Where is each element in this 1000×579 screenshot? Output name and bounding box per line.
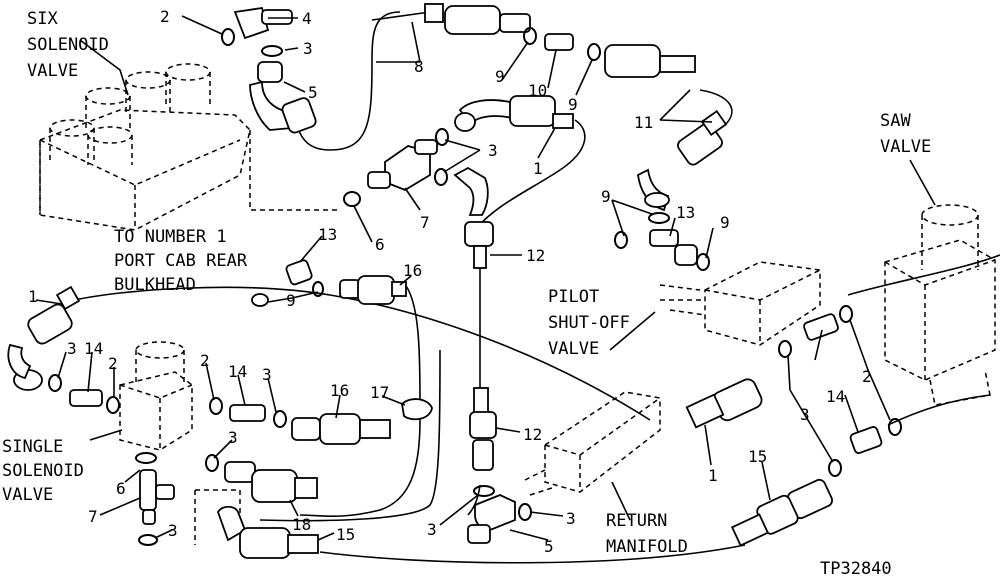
callout-9: 9	[601, 187, 611, 206]
label-single-solenoid-line3: VALVE	[2, 485, 53, 505]
label-pilot-line1: PILOT	[548, 287, 599, 307]
return-manifold	[524, 391, 661, 496]
label-six-solenoid-line3: VALVE	[27, 61, 78, 81]
callout-3: 3	[303, 39, 313, 58]
callout-2: 2	[108, 354, 118, 373]
leader-lines	[35, 15, 936, 541]
callout-9: 9	[568, 95, 578, 114]
callout-3: 3	[228, 428, 238, 447]
callout-6: 6	[116, 479, 126, 498]
callout-3: 3	[262, 365, 272, 384]
pilot-shutoff-valve	[659, 261, 821, 346]
callout-8: 8	[414, 57, 424, 76]
label-to-port-line3: BULKHEAD	[114, 275, 196, 295]
callout-3: 3	[168, 521, 178, 540]
callout-2: 2	[160, 7, 170, 26]
callout-16: 16	[330, 381, 349, 400]
callout-6: 6	[375, 235, 385, 254]
label-saw-valve-line1: SAW	[880, 111, 911, 131]
callout-17: 17	[370, 383, 389, 402]
callout-18: 18	[292, 515, 311, 534]
callout-9: 9	[720, 213, 730, 232]
callout-12: 12	[523, 425, 542, 444]
label-single-solenoid-line1: SINGLE	[2, 437, 63, 457]
figure-id: TP32840	[820, 559, 892, 579]
label-return-manifold-line2: MANIFOLD	[606, 537, 688, 557]
callout-10: 10	[528, 81, 547, 100]
callout-13: 13	[676, 203, 695, 222]
label-pilot-line2: SHUT-OFF	[548, 313, 630, 333]
callout-5: 5	[308, 83, 318, 102]
callout-3: 3	[800, 405, 810, 424]
callout-9: 9	[286, 291, 296, 310]
callout-3: 3	[67, 339, 77, 358]
label-saw-valve-line2: VALVE	[880, 137, 931, 157]
callout-14: 14	[826, 387, 845, 406]
callout-13: 13	[318, 225, 337, 244]
callout-1: 1	[708, 466, 718, 485]
fittings	[7, 3, 883, 559]
callout-16: 16	[403, 261, 422, 280]
single-solenoid-valve	[119, 341, 193, 451]
callout-14: 14	[84, 339, 103, 358]
callout-11: 11	[634, 113, 653, 132]
label-single-solenoid-line2: SOLENOID	[2, 461, 84, 481]
callout-12: 12	[526, 246, 545, 265]
callout-7: 7	[88, 507, 98, 526]
saw-valve	[884, 204, 996, 406]
callout-3: 3	[488, 141, 498, 160]
label-six-solenoid-line1: SIX	[27, 9, 58, 29]
callout-7: 7	[420, 213, 430, 232]
label-return-manifold-line1: RETURN	[606, 511, 667, 531]
label-to-port-line1: TO NUMBER 1	[114, 227, 227, 247]
callout-1: 1	[28, 287, 38, 306]
six-solenoid-valve	[39, 63, 340, 231]
callout-9: 9	[495, 67, 505, 86]
o-rings	[48, 27, 902, 546]
callout-2: 2	[200, 351, 210, 370]
callout-numbers: 2 4 3 5 8 9 10 9 11 3 1 7 6 13 12 16 9 9…	[28, 7, 872, 556]
label-pilot-line3: VALVE	[548, 339, 599, 359]
callout-14: 14	[228, 362, 247, 381]
label-six-solenoid-line2: SOLENOID	[27, 35, 109, 55]
callout-1: 1	[533, 159, 543, 178]
callout-3: 3	[566, 509, 576, 528]
label-to-port-line2: PORT CAB REAR	[114, 251, 248, 271]
callout-3: 3	[427, 520, 437, 539]
callout-15: 15	[748, 447, 767, 466]
callout-2: 2	[862, 367, 872, 386]
component-labels: SIX SOLENOID VALVE SAW VALVE TO NUMBER 1…	[2, 9, 931, 579]
callout-5: 5	[544, 537, 554, 556]
callout-15: 15	[336, 525, 355, 544]
callout-4: 4	[302, 9, 312, 28]
